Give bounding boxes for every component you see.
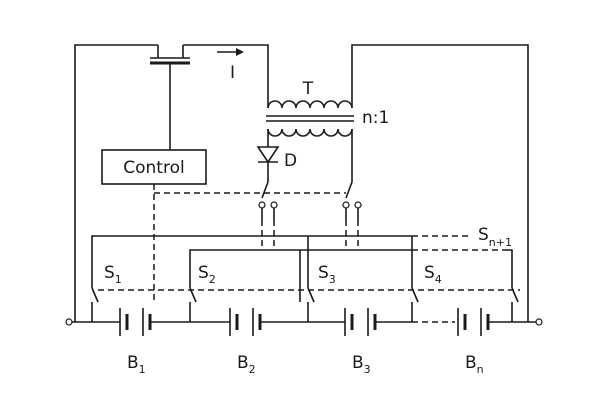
battery-bn [457,308,490,336]
transformer-label: T [302,79,314,99]
switch-sn1 [511,287,519,322]
current-label: I [230,63,235,83]
bus-upper [91,235,468,288]
battery-label-bn: Bn [465,353,484,376]
ratio-label: n:1 [362,108,389,128]
battery-b1 [119,308,152,336]
battery-string [65,318,543,326]
mosfet-switch [150,45,190,150]
transformer: T n:1 [266,79,389,137]
switch-s4 [411,287,419,322]
battery-label-b2: B2 [237,353,256,376]
battery-b3 [344,308,377,336]
diode-label: D [284,151,297,171]
control-block: Control [101,149,207,300]
switch-label-s3: S3 [318,263,336,286]
battery-label-b3: B3 [352,353,371,376]
switch-s2 [189,287,197,322]
battery-label-b1: B1 [127,353,146,376]
switch-s1 [91,287,99,322]
control-label: Control [123,158,184,178]
switch-s3 [299,287,315,322]
selector-terminals [258,201,362,250]
switch-label-s1: S1 [104,263,122,286]
battery-b2 [229,308,262,336]
switch-label-sn1: Sn+1 [478,225,512,249]
outer-wiring [74,44,529,322]
switch-label-s4: S4 [424,263,442,286]
bus-lower [189,249,513,288]
secondary-circuit: D [154,129,353,199]
switch-label-s2: S2 [198,263,216,286]
